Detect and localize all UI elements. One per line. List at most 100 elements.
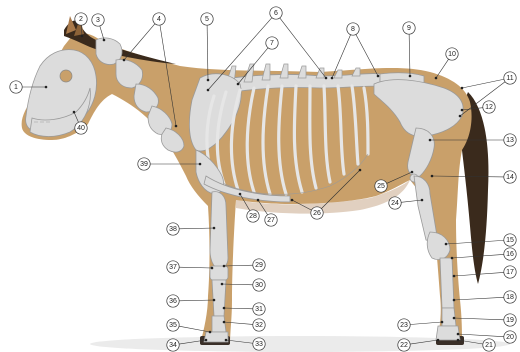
callout-15: 15 [504,234,516,246]
callout-1: 1 [10,81,22,93]
callout-30: 30 [253,279,265,291]
callout-31: 31 [253,303,265,315]
callout-16: 16 [504,248,516,260]
callout-number: 24 [391,200,399,207]
callout-number: 30 [255,282,263,289]
callout-28: 28 [247,210,259,222]
callout-number: 33 [255,341,263,348]
callout-12: 12 [483,101,495,113]
callout-39: 39 [138,158,150,170]
callout-22: 22 [398,339,410,351]
leader-dot-2 [81,35,84,38]
leader-dot-4 [175,125,178,128]
front-cannon-bone [212,280,226,316]
callout-number: 15 [506,237,514,244]
leader-dot-31 [223,307,226,310]
callout-21: 21 [483,339,495,351]
hind-cannon-bone [440,258,454,308]
callout-8: 8 [347,23,359,35]
callout-5: 5 [201,13,213,25]
callout-number: 6 [274,10,278,17]
leader-dot-26 [359,169,362,172]
callout-10: 10 [446,48,458,60]
leader-dot-4 [123,59,126,62]
leader-dot-24 [421,199,424,202]
leader-dot-38 [213,227,216,230]
leader-dot-17 [453,275,456,278]
callout-3: 3 [92,14,104,26]
callout-number: 5 [205,16,209,23]
callout-40: 40 [75,122,87,134]
leader-dot-22 [437,339,440,342]
leader-dot-28 [239,193,242,196]
leader-dot-19 [453,317,456,320]
leader-dot-39 [199,163,202,166]
callout-number: 19 [506,317,514,324]
leader-dot-7 [237,83,240,86]
callout-number: 22 [400,342,408,349]
callout-number: 11 [506,75,513,82]
callout-number: 18 [506,294,514,301]
callout-36: 36 [167,295,179,307]
leader-dot-10 [435,77,438,80]
callout-6: 6 [270,7,282,19]
callout-number: 34 [169,342,177,349]
leader-dot-1 [45,86,48,89]
radius [210,192,228,269]
callout-17: 17 [504,266,516,278]
callout-number: 3 [96,17,100,24]
leader-line-10 [436,59,449,78]
callout-13: 13 [504,134,516,146]
callout-number: 12 [485,104,493,111]
leader-dot-29 [223,265,226,268]
callout-33: 33 [253,338,265,350]
front-coffin-bone [204,332,228,342]
callout-number: 1 [14,84,18,91]
callout-number: 14 [506,174,514,181]
callout-25: 25 [375,180,387,192]
callout-38: 38 [167,223,179,235]
leader-dot-21 [457,339,460,342]
callout-number: 4 [157,16,161,23]
callout-number: 17 [506,269,514,276]
leader-dot-25 [411,171,414,174]
leader-dot-5 [207,79,210,82]
callout-number: 20 [506,334,514,341]
callout-27: 27 [265,214,277,226]
leader-dot-8 [331,77,334,80]
leader-dot-15 [445,243,448,246]
leader-dot-26 [291,199,294,202]
callout-number: 23 [400,322,408,329]
callout-number: 9 [407,25,411,32]
leader-dot-40 [73,111,76,114]
leader-dot-33 [225,339,228,342]
callout-9: 9 [403,22,415,34]
leader-line-11 [462,79,504,88]
callout-number: 39 [140,161,148,168]
leader-dot-37 [211,267,214,270]
leader-line-37 [179,267,212,268]
leader-line-18 [454,297,504,300]
callout-35: 35 [167,319,179,331]
callout-7: 7 [266,37,278,49]
leader-dot-20 [457,333,460,336]
callout-number: 29 [255,262,263,269]
callout-20: 20 [504,331,516,343]
hind-coffin-bone [436,326,460,340]
leader-dot-13 [429,139,432,142]
leader-dot-16 [451,257,454,260]
callout-26: 26 [311,207,323,219]
callout-number: 10 [448,51,456,58]
callout-14: 14 [504,171,516,183]
callout-number: 21 [485,342,493,349]
callout-number: 7 [270,40,274,47]
callout-34: 34 [167,339,179,351]
callout-37: 37 [167,261,179,273]
callout-number: 37 [169,264,177,271]
callout-number: 26 [313,210,321,217]
callout-number: 2 [79,16,83,23]
callout-32: 32 [253,319,265,331]
callout-29: 29 [253,259,265,271]
